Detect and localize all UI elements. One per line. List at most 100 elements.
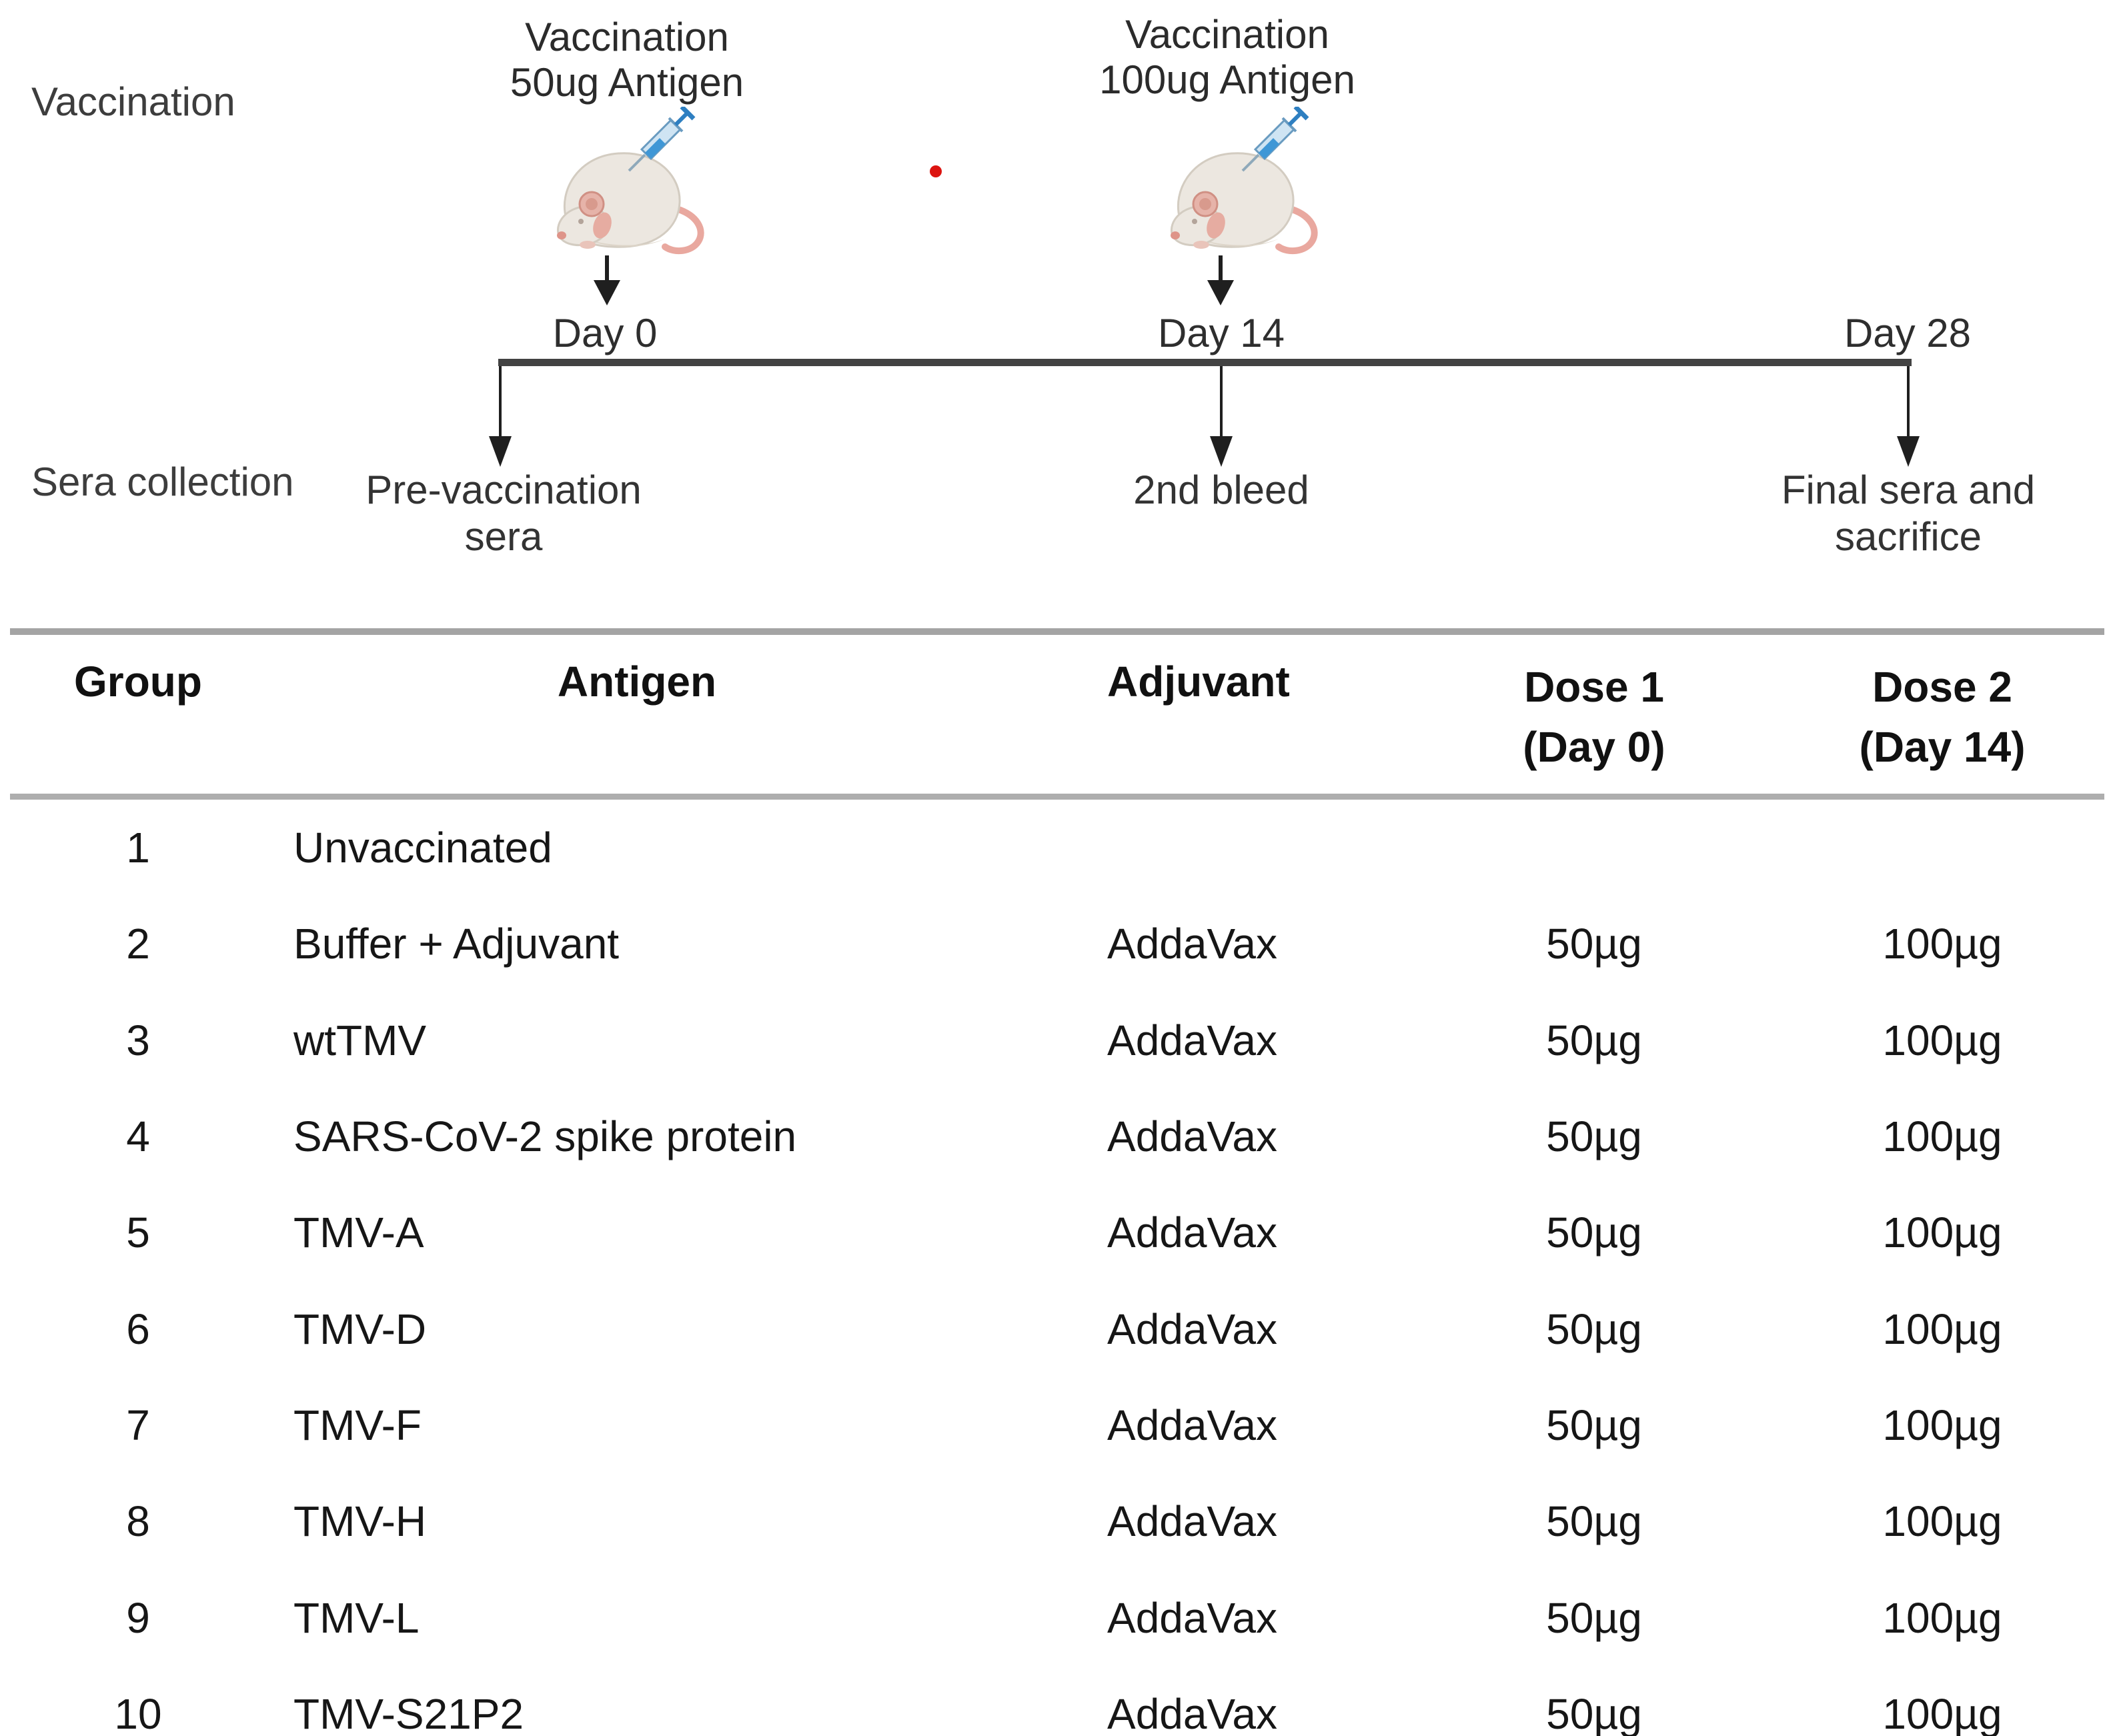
cell-dose2: 100µg bbox=[1882, 920, 2002, 968]
table-row: 5 TMV-A AddaVax 50µg 100µg bbox=[0, 1208, 2113, 1256]
table-row: 2 Buffer + Adjuvant AddaVax 50µg 100µg bbox=[0, 919, 2113, 968]
arrow-down-icon bbox=[1207, 280, 1234, 305]
cell-antigen: Buffer + Adjuvant bbox=[293, 920, 620, 968]
day0-label: Day 0 bbox=[552, 311, 658, 355]
cell-group: 1 bbox=[126, 824, 150, 872]
arrow-down-icon bbox=[489, 436, 512, 467]
arrow-down-icon bbox=[1907, 366, 1910, 437]
timeline-bar bbox=[498, 359, 1912, 366]
cell-adjuvant: AddaVax bbox=[1107, 1497, 1277, 1545]
column-header-group: Group bbox=[74, 658, 202, 706]
cell-dose1: 50µg bbox=[1546, 1690, 1642, 1736]
event1-title: Vaccination 50ug Antigen bbox=[474, 15, 780, 105]
cell-dose1: 50µg bbox=[1546, 1594, 1642, 1642]
cell-group: 6 bbox=[126, 1305, 150, 1353]
column-header-dose2-line2: (Day 14) bbox=[1859, 723, 2026, 771]
cell-dose1: 50µg bbox=[1546, 920, 1642, 968]
cell-antigen: TMV-A bbox=[293, 1208, 424, 1256]
cell-adjuvant: AddaVax bbox=[1107, 1208, 1277, 1256]
cell-antigen: TMV-D bbox=[293, 1305, 427, 1353]
cell-antigen: TMV-S21P2 bbox=[293, 1690, 524, 1736]
cell-dose2: 100µg bbox=[1882, 1208, 2002, 1256]
cell-dose2: 100µg bbox=[1882, 1594, 2002, 1642]
cell-dose1: 50µg bbox=[1546, 1401, 1642, 1449]
cell-group: 10 bbox=[114, 1690, 162, 1736]
cell-dose2: 100µg bbox=[1882, 1016, 2002, 1064]
table-row: 1 Unvaccinated bbox=[0, 823, 2113, 872]
prevaccination-sera-label: Pre-vaccination sera bbox=[330, 467, 677, 560]
table-row: 3 wtTMV AddaVax 50µg 100µg bbox=[0, 1016, 2113, 1064]
event2-title-line1: Vaccination bbox=[1125, 12, 1329, 57]
cell-dose1: 50µg bbox=[1546, 1497, 1642, 1545]
cell-dose2: 100µg bbox=[1882, 1305, 2002, 1353]
arrow-down-icon bbox=[1220, 366, 1223, 437]
cell-antigen: wtTMV bbox=[293, 1016, 427, 1064]
final-sera-label: Final sera and sacrifice bbox=[1735, 467, 2082, 560]
arrow-down-icon bbox=[499, 366, 502, 437]
mouse-syringe-icon bbox=[556, 107, 704, 255]
cell-dose1: 50µg bbox=[1546, 1208, 1642, 1256]
cell-dose1: 50µg bbox=[1546, 1016, 1642, 1064]
event1-title-line2: 50ug Antigen bbox=[510, 60, 744, 105]
cell-adjuvant: AddaVax bbox=[1107, 1401, 1277, 1449]
table-row: 7 TMV-F AddaVax 50µg 100µg bbox=[0, 1401, 2113, 1449]
cell-adjuvant: AddaVax bbox=[1107, 1305, 1277, 1353]
cell-group: 2 bbox=[126, 920, 150, 968]
arrow-down-icon bbox=[1210, 436, 1233, 467]
table-row: 8 TMV-H AddaVax 50µg 100µg bbox=[0, 1497, 2113, 1545]
second-bleed-label: 2nd bleed bbox=[1133, 468, 1309, 512]
cell-adjuvant: AddaVax bbox=[1107, 1594, 1277, 1642]
table-row: 9 TMV-L AddaVax 50µg 100µg bbox=[0, 1593, 2113, 1642]
cell-dose1: 50µg bbox=[1546, 1112, 1642, 1160]
cell-adjuvant: AddaVax bbox=[1107, 1112, 1277, 1160]
mouse-syringe-icon bbox=[1170, 107, 1318, 255]
final-sera-line1: Final sera and bbox=[1781, 468, 2036, 512]
cell-dose1: 50µg bbox=[1546, 1305, 1642, 1353]
cell-dose2: 100µg bbox=[1882, 1690, 2002, 1736]
cell-group: 5 bbox=[126, 1208, 150, 1256]
column-header-dose2-line1: Dose 2 bbox=[1872, 663, 2012, 711]
table-top-rule bbox=[10, 628, 2104, 635]
column-header-dose1-line2: (Day 0) bbox=[1523, 723, 1665, 771]
cell-group: 7 bbox=[126, 1401, 150, 1449]
cell-group: 3 bbox=[126, 1016, 150, 1064]
column-header-dose1: Dose 1 (Day 0) bbox=[1461, 657, 1727, 777]
cell-antigen: TMV-H bbox=[293, 1497, 427, 1545]
table-row: 6 TMV-D AddaVax 50µg 100µg bbox=[0, 1305, 2113, 1353]
cell-antigen: SARS-CoV-2 spike protein bbox=[293, 1112, 797, 1160]
arrow-down-icon bbox=[1897, 436, 1920, 467]
arrow-down-icon bbox=[594, 280, 620, 305]
cell-antigen: TMV-F bbox=[293, 1401, 422, 1449]
sera-collection-row-label: Sera collection bbox=[31, 460, 294, 504]
cell-group: 8 bbox=[126, 1497, 150, 1545]
table-row: 4 SARS-CoV-2 spike protein AddaVax 50µg … bbox=[0, 1112, 2113, 1160]
prevaccination-sera-line1: Pre-vaccination bbox=[366, 468, 642, 512]
vaccination-row-label: Vaccination bbox=[31, 79, 235, 124]
event2-title: Vaccination 100ug Antigen bbox=[1074, 12, 1381, 103]
cell-dose2: 100µg bbox=[1882, 1497, 2002, 1545]
cell-dose2: 100µg bbox=[1882, 1112, 2002, 1160]
cell-adjuvant: AddaVax bbox=[1107, 1016, 1277, 1064]
day14-label: Day 14 bbox=[1157, 311, 1285, 355]
event1-title-line1: Vaccination bbox=[525, 15, 729, 59]
column-header-adjuvant: Adjuvant bbox=[1107, 658, 1290, 706]
column-header-dose2: Dose 2 (Day 14) bbox=[1809, 657, 2076, 777]
cell-dose2: 100µg bbox=[1882, 1401, 2002, 1449]
arrow-down-icon bbox=[605, 255, 609, 283]
column-header-antigen: Antigen bbox=[557, 658, 717, 706]
cell-adjuvant: AddaVax bbox=[1107, 920, 1277, 968]
cell-antigen: Unvaccinated bbox=[293, 824, 552, 872]
table-row: 10 TMV-S21P2 AddaVax 50µg 100µg bbox=[0, 1689, 2113, 1736]
cell-adjuvant: AddaVax bbox=[1107, 1690, 1277, 1736]
cell-group: 4 bbox=[126, 1112, 150, 1160]
day28-label: Day 28 bbox=[1844, 311, 1972, 355]
prevaccination-sera-line2: sera bbox=[464, 514, 543, 559]
event2-title-line2: 100ug Antigen bbox=[1099, 57, 1355, 102]
red-dot-marker bbox=[930, 165, 942, 177]
cell-antigen: TMV-L bbox=[293, 1594, 420, 1642]
cell-group: 9 bbox=[126, 1594, 150, 1642]
column-header-dose1-line1: Dose 1 bbox=[1524, 663, 1664, 711]
table-header-rule bbox=[10, 794, 2104, 800]
final-sera-line2: sacrifice bbox=[1834, 514, 1982, 559]
